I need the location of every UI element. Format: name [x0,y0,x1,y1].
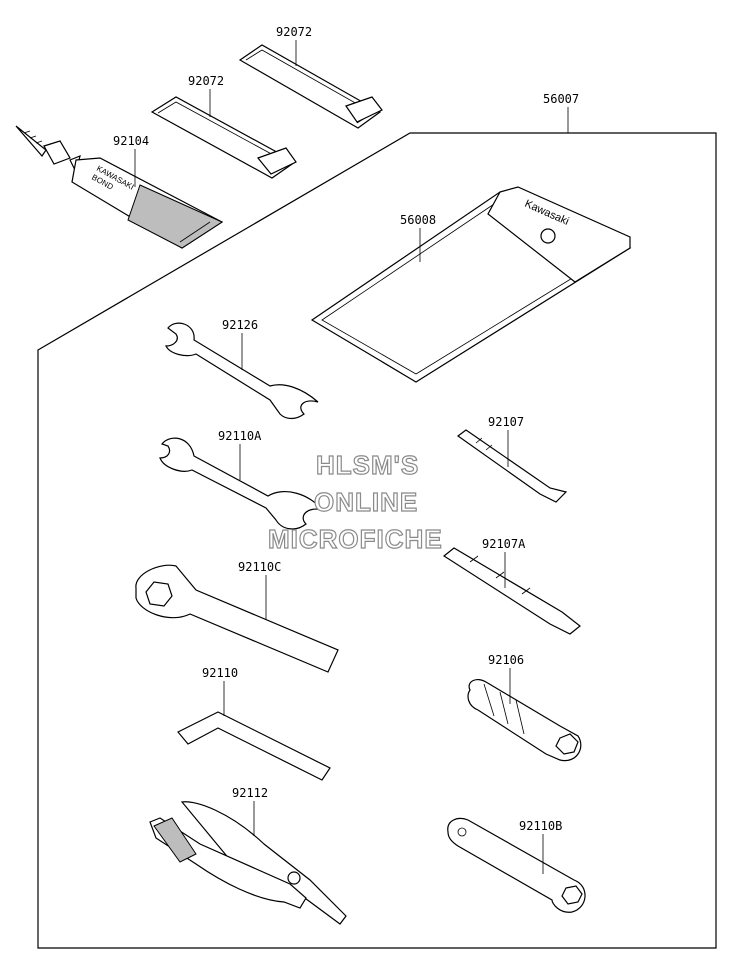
part-number-92072-mid: 92072 [188,74,224,88]
plug-wrench-92106 [467,678,582,762]
part-number-92107A: 92107A [482,537,526,551]
part-number-92104: 92104 [113,134,149,148]
watermark-line1: HLSM'S [316,450,419,480]
pliers-92112 [149,801,347,925]
part-number-92107: 92107 [488,415,524,429]
part-number-92110A: 92110A [218,429,262,443]
strap-top [238,44,383,129]
bond-tube: KAWASAKI BOND [15,125,224,249]
part-number-56008: 56008 [400,213,436,227]
part-number-92110: 92110 [202,666,238,680]
part-number-92106: 92106 [488,653,524,667]
screwdriver-92107A [442,547,581,635]
box-wrench-92110B [447,817,586,913]
part-number-92110B: 92110B [519,819,562,833]
screwdriver-bit-92107 [456,429,568,503]
wrench-92110A [159,437,324,530]
watermark-line3: MICROFICHE [268,524,443,554]
tool-pouch: Kawasaki [310,186,632,383]
socket-wrench-92110C [135,564,339,673]
part-number-92112: 92112 [232,786,268,800]
part-number-92110C: 92110C [238,560,281,574]
toolkit-outline [37,132,717,949]
part-number-56007: 56007 [543,92,579,106]
part-number-92126: 92126 [222,318,258,332]
part-number-92072-top: 92072 [276,25,312,39]
wrench-92126 [165,322,319,420]
hex-key-92110 [177,711,331,781]
watermark-line2: ONLINE [314,487,418,517]
watermark: HLSM'S ONLINE MICROFICHE [267,449,443,554]
strap-middle [150,96,297,179]
